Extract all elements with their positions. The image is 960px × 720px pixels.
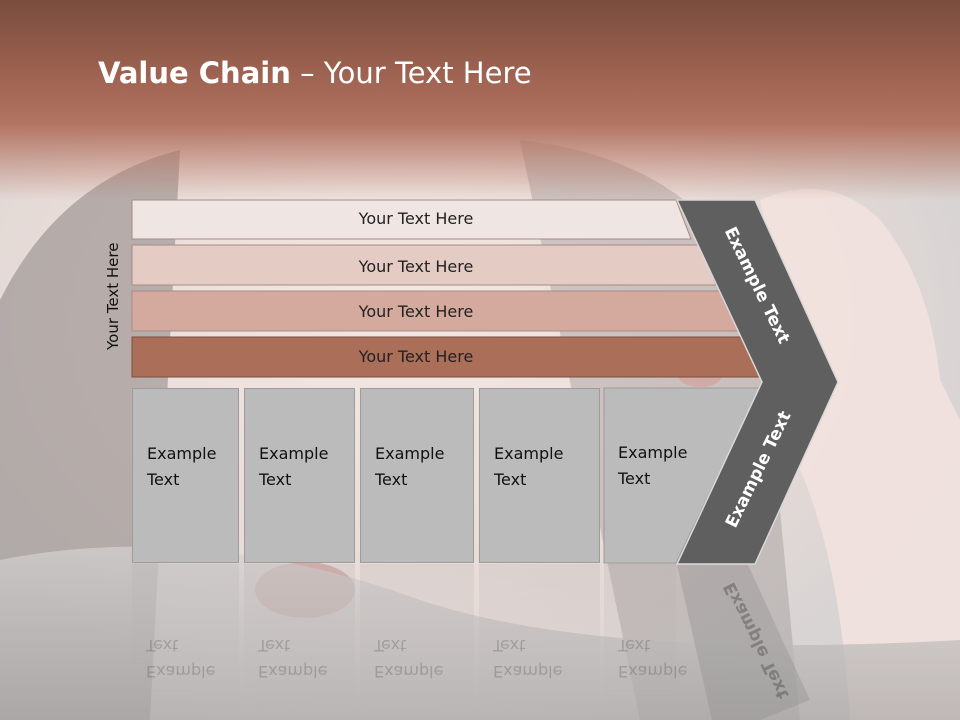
box-2-line1: Example xyxy=(259,444,329,463)
slide-title: Value Chain – Your Text Here xyxy=(98,56,532,90)
box-1-line2: Text xyxy=(147,470,180,489)
box-3-line1: Example xyxy=(375,444,445,463)
title-bold: Value Chain xyxy=(98,56,291,90)
bar-4-label: Your Text Here xyxy=(358,347,474,366)
title-rest: – Your Text Here xyxy=(290,56,532,90)
box-1-line1: Example xyxy=(147,444,217,463)
box-2-line2: Text xyxy=(259,470,292,489)
chevron-shape xyxy=(675,199,839,565)
chevron-reflection xyxy=(677,565,810,720)
box-4-line1: Example xyxy=(494,444,564,463)
box-4-line2: Text xyxy=(494,470,527,489)
box-5-line2: Text xyxy=(618,469,651,488)
box-5-line1: Example xyxy=(618,443,688,462)
bar-1-shape xyxy=(131,199,692,240)
title-band xyxy=(0,0,960,200)
bar-2-label: Your Text Here xyxy=(358,257,474,276)
box-5-shape xyxy=(603,387,761,564)
bar-3-label: Your Text Here xyxy=(358,302,474,321)
bar-1-label: Your Text Here xyxy=(358,209,474,228)
box-3-line2: Text xyxy=(375,470,408,489)
